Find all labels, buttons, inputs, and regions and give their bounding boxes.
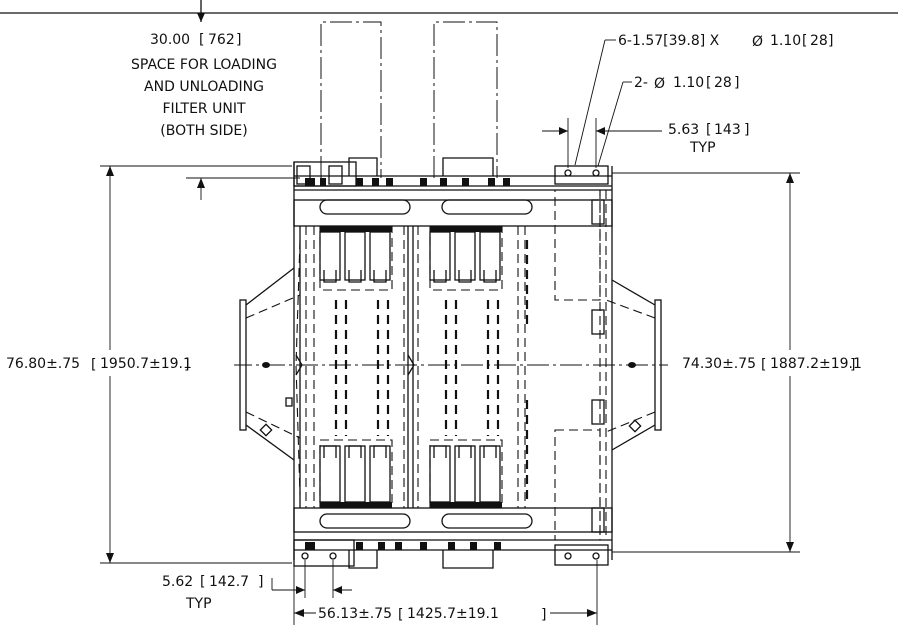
clearance-dimension: 30.00 [ 762 ] SPACE FOR LOADING AND UNLO…	[131, 32, 300, 200]
clearance-metric: 762	[208, 32, 235, 48]
svg-text:]: ]	[541, 607, 546, 623]
duct-transitions	[239, 239, 662, 496]
filter-cartridges	[319, 225, 503, 509]
svg-text:[: [	[200, 574, 205, 590]
slot-callout-dia: Ø	[752, 34, 763, 50]
top-offset-typ: TYP	[689, 140, 716, 156]
bottom-offset-dimension: 5.62 [ 142.7 ] TYP	[162, 560, 352, 612]
top-offset-value: 5.63	[668, 122, 699, 138]
slot-callout-size: 1.10	[770, 33, 801, 49]
clearance-note-line4: (BOTH SIDE)	[160, 123, 247, 139]
hole-callout-prefix: 2-	[634, 75, 648, 91]
hole-callout-metric: 28	[714, 75, 732, 91]
right-height-metric: 1887.2±19.1	[770, 356, 862, 372]
svg-text:[: [	[706, 122, 711, 138]
svg-text:]: ]	[236, 32, 241, 48]
svg-text:[: [	[199, 32, 204, 48]
guide-tracks	[334, 240, 529, 500]
svg-text:]: ]	[744, 122, 749, 138]
horizontal-centerline	[230, 354, 668, 376]
left-height-value: 76.80±.75	[6, 356, 80, 372]
bottom-offset-typ: TYP	[185, 596, 212, 612]
bottom-offset-metric: 142.7	[209, 574, 249, 590]
left-height-dimension: 76.80±.75 [ 1950.7±19.1 ]	[2, 165, 292, 564]
svg-text:]: ]	[734, 75, 739, 91]
top-offset-dimension: 5.63 [ 143 ] TYP	[542, 118, 749, 168]
slot-callout-metric: 28	[810, 33, 828, 49]
right-height-value: 74.30±.75	[682, 356, 756, 372]
svg-text:[: [	[706, 75, 711, 91]
width-metric: 1425.7±19.1	[407, 606, 499, 622]
svg-text:]: ]	[850, 357, 855, 373]
svg-text:]: ]	[828, 33, 833, 49]
hole-callout-size: 1.10	[673, 75, 704, 91]
svg-text:[: [	[91, 357, 96, 373]
top-offset-metric: 143	[714, 122, 741, 138]
svg-text:[: [	[802, 33, 807, 49]
hole-callout: 2- Ø 1.10 [ 28 ]	[597, 75, 739, 167]
svg-text:[: [	[398, 607, 403, 623]
svg-text:[: [	[761, 357, 766, 373]
svg-text:]: ]	[258, 574, 263, 590]
clearance-note-line1: SPACE FOR LOADING	[131, 57, 277, 73]
clearance-note-line3: FILTER UNIT	[162, 101, 245, 117]
bottom-offset-value: 5.62	[162, 574, 193, 590]
left-height-metric: 1950.7±19.1	[100, 356, 192, 372]
frame-border	[0, 0, 898, 22]
top-rail-bolts	[305, 178, 510, 186]
width-dimension: 56.13±.75 [ 1425.7±19.1 ]	[293, 560, 598, 625]
clearance-note-line2: AND UNLOADING	[144, 79, 264, 95]
width-value: 56.13±.75	[318, 606, 392, 622]
slot-callout-prefix: 6-1.57[39.8] X	[618, 33, 720, 49]
hole-callout-dia: Ø	[654, 76, 665, 92]
filter-clearance-outline	[320, 21, 498, 178]
slot-callout: 6-1.57[39.8] X Ø 1.10 [ 28 ]	[574, 33, 833, 166]
clearance-value: 30.00	[150, 32, 190, 48]
right-height-dimension: 74.30±.75 [ 1887.2±19.1 ]	[612, 172, 896, 553]
bottom-rail-bolts	[305, 542, 501, 550]
svg-text:]: ]	[184, 357, 189, 373]
